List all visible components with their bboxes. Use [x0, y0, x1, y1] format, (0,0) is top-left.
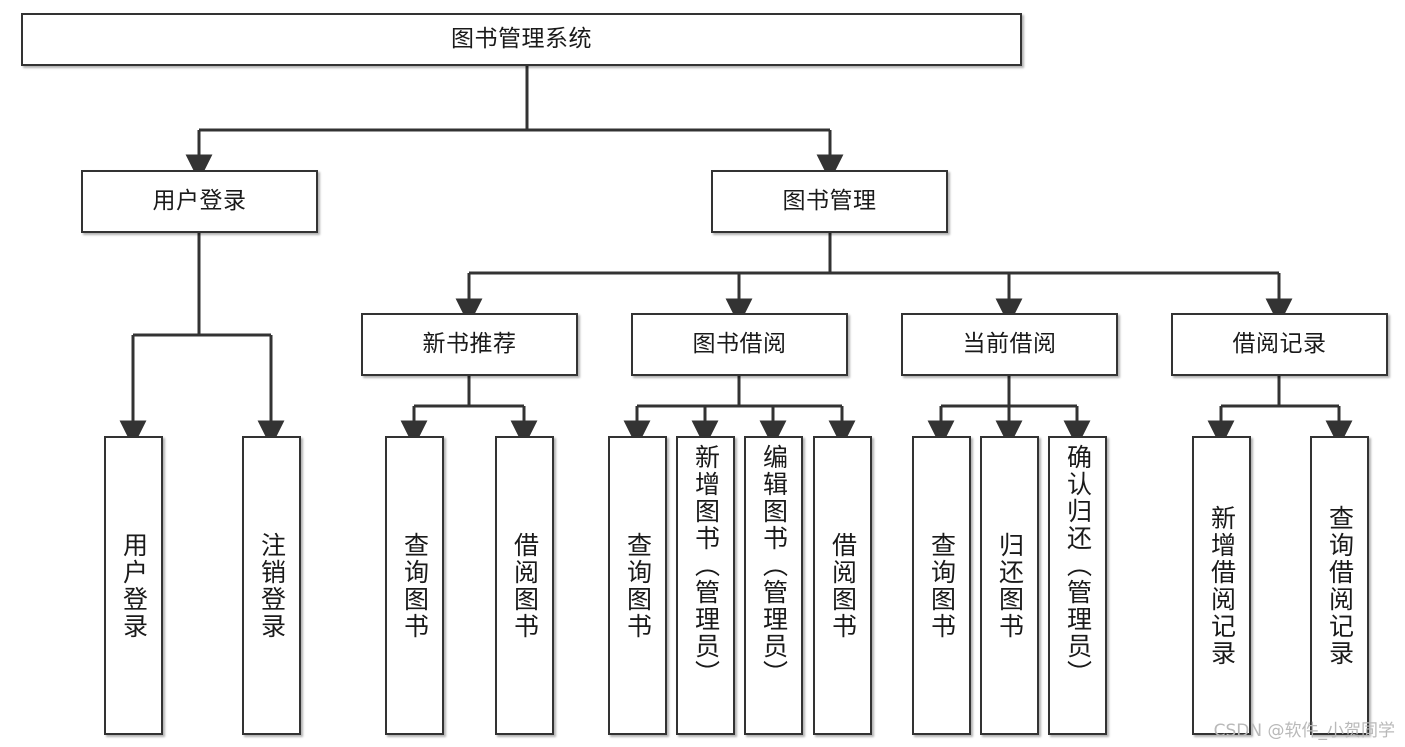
node-label: 注销登录 [257, 531, 287, 640]
leaf-add-book[interactable]: 新增图书（管理员） [676, 436, 735, 735]
node-label: 归还图书 [995, 531, 1025, 640]
leaf-return-book[interactable]: 归还图书 [980, 436, 1039, 735]
node-current-borrow[interactable]: 当前借阅 [901, 313, 1118, 376]
leaf-borrow-book[interactable]: 借阅图书 [813, 436, 872, 735]
node-label: 新增图书（管理员） [691, 444, 721, 687]
leaf-user-login[interactable]: 用户登录 [104, 436, 163, 735]
node-book-borrow[interactable]: 图书借阅 [631, 313, 848, 376]
node-label: 用户登录 [152, 187, 247, 214]
leaf-query-book-recommend[interactable]: 查询图书 [385, 436, 444, 735]
leaf-add-borrow-record[interactable]: 新增借阅记录 [1192, 436, 1251, 735]
leaf-user-logout[interactable]: 注销登录 [242, 436, 301, 735]
node-label: 图书管理系统 [451, 25, 592, 52]
leaf-query-book-current[interactable]: 查询图书 [912, 436, 971, 735]
node-label: 借阅图书 [828, 531, 858, 640]
node-label: 查询借阅记录 [1325, 504, 1355, 667]
leaf-borrow-book-recommend[interactable]: 借阅图书 [495, 436, 554, 735]
node-root[interactable]: 图书管理系统 [21, 13, 1022, 66]
node-label: 图书借阅 [692, 330, 787, 357]
node-label: 查询图书 [927, 531, 957, 640]
leaf-query-borrow-record[interactable]: 查询借阅记录 [1310, 436, 1369, 735]
node-label: 用户登录 [119, 531, 149, 640]
node-label: 确认归还（管理员） [1063, 444, 1093, 687]
node-label: 新书推荐 [422, 330, 517, 357]
node-label: 新增借阅记录 [1207, 504, 1237, 667]
node-label: 借阅记录 [1232, 330, 1327, 357]
leaf-edit-book[interactable]: 编辑图书（管理员） [744, 436, 803, 735]
node-new-book-recommend[interactable]: 新书推荐 [361, 313, 578, 376]
node-label: 查询图书 [400, 531, 430, 640]
node-label: 查询图书 [623, 531, 653, 640]
node-label: 编辑图书（管理员） [759, 444, 789, 687]
node-label: 图书管理 [782, 187, 877, 214]
node-book-management[interactable]: 图书管理 [711, 170, 948, 233]
leaf-confirm-return[interactable]: 确认归还（管理员） [1048, 436, 1107, 735]
leaf-query-book-borrow[interactable]: 查询图书 [608, 436, 667, 735]
node-label: 当前借阅 [962, 330, 1057, 357]
watermark: CSDN @软件_小贺同学 [1213, 721, 1395, 741]
node-user-login[interactable]: 用户登录 [81, 170, 318, 233]
node-borrow-record[interactable]: 借阅记录 [1171, 313, 1388, 376]
node-label: 借阅图书 [510, 531, 540, 640]
